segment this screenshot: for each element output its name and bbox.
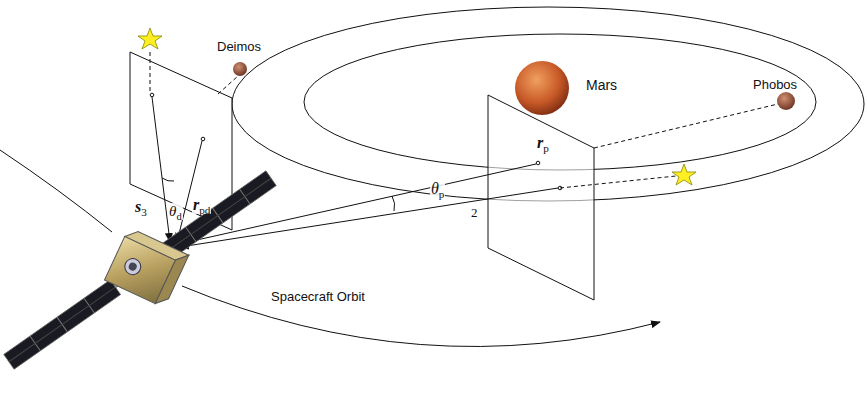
vector-symbol: s3 [134,198,148,216]
vector-symbol: rp [536,134,550,152]
orbit-name: Spacecraft Orbit [270,290,366,304]
angle-symbol: θp [430,180,445,198]
vector-symbol: rpd [192,196,211,214]
moon-name: Deimos [216,40,262,54]
moon-name: Phobos [752,78,798,92]
angle-symbol: θd [168,203,183,220]
planet-name: Mars [585,78,618,93]
subscript-number: 2 [470,206,479,220]
